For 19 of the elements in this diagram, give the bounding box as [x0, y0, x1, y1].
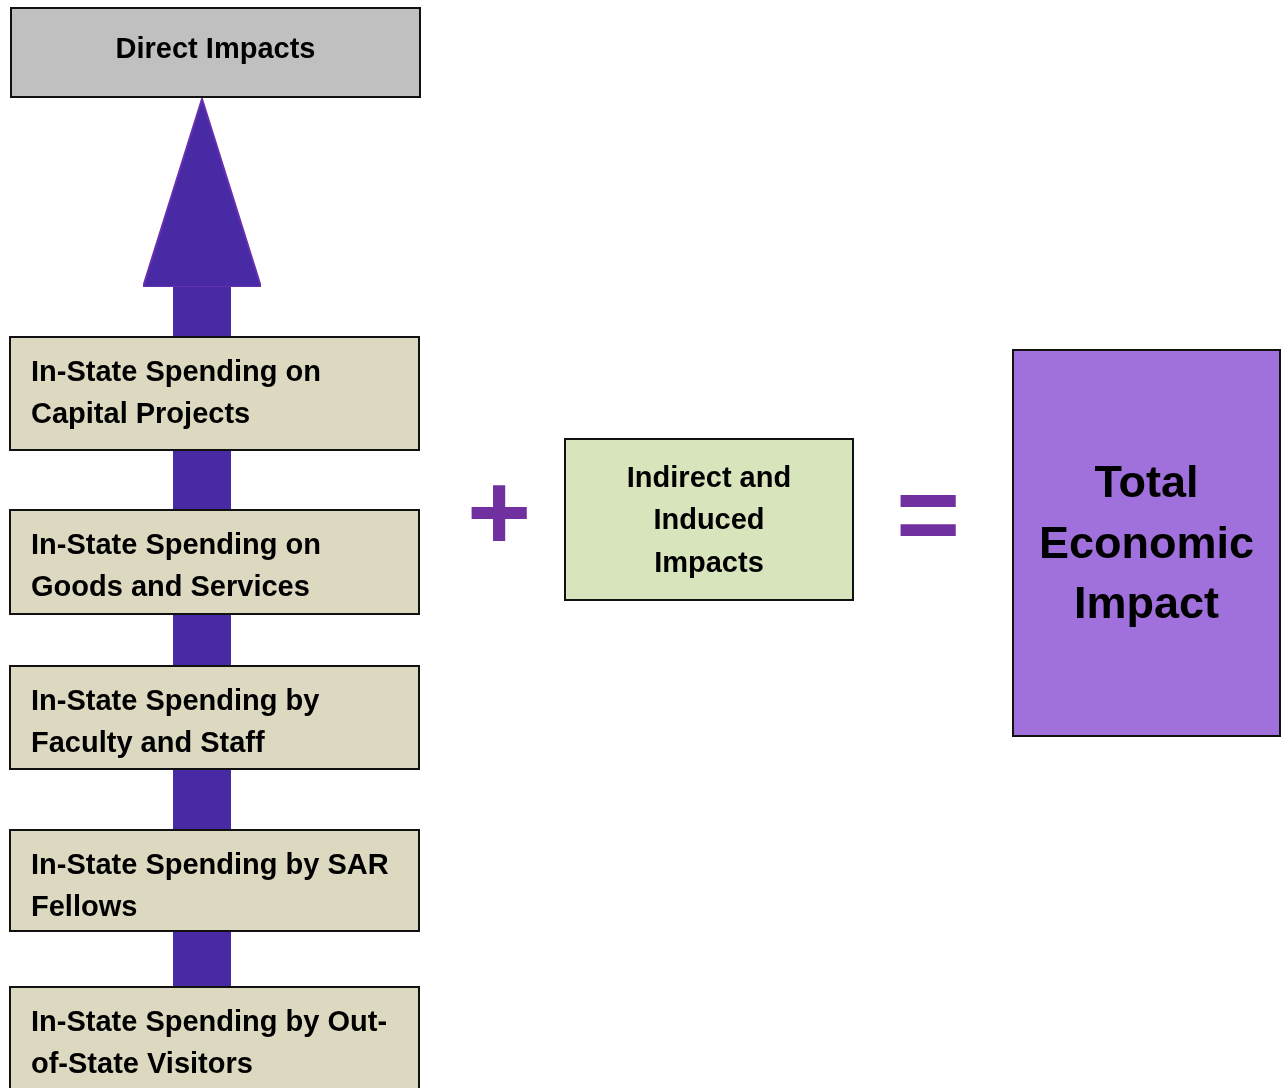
box-label: Direct Impacts [114, 31, 317, 66]
process-box [9, 336, 420, 451]
box-label: Indirect and Induced Impacts [625, 460, 793, 580]
process-box [9, 509, 420, 615]
process-box [9, 829, 420, 932]
box-label: In-State Spending by Out-of-State Visitors [31, 1004, 389, 1082]
box-label: In-State Spending by SAR Fellows [31, 847, 390, 925]
box-label: In-State Spending by Faculty and Staff [31, 683, 321, 761]
process-box [9, 665, 420, 770]
heading-box [10, 7, 421, 98]
equals-sign: = [895, 459, 961, 569]
box-label: In-State Spending on Capital Projects [31, 354, 322, 432]
result-box [564, 438, 854, 601]
box-label: In-State Spending on Goods and Services [31, 527, 322, 605]
total-box [1012, 349, 1281, 737]
process-box [9, 986, 420, 1088]
box-label: Total Economic Impact [1037, 454, 1255, 631]
plus-sign: + [466, 457, 532, 567]
block-arrow [142, 98, 262, 336]
